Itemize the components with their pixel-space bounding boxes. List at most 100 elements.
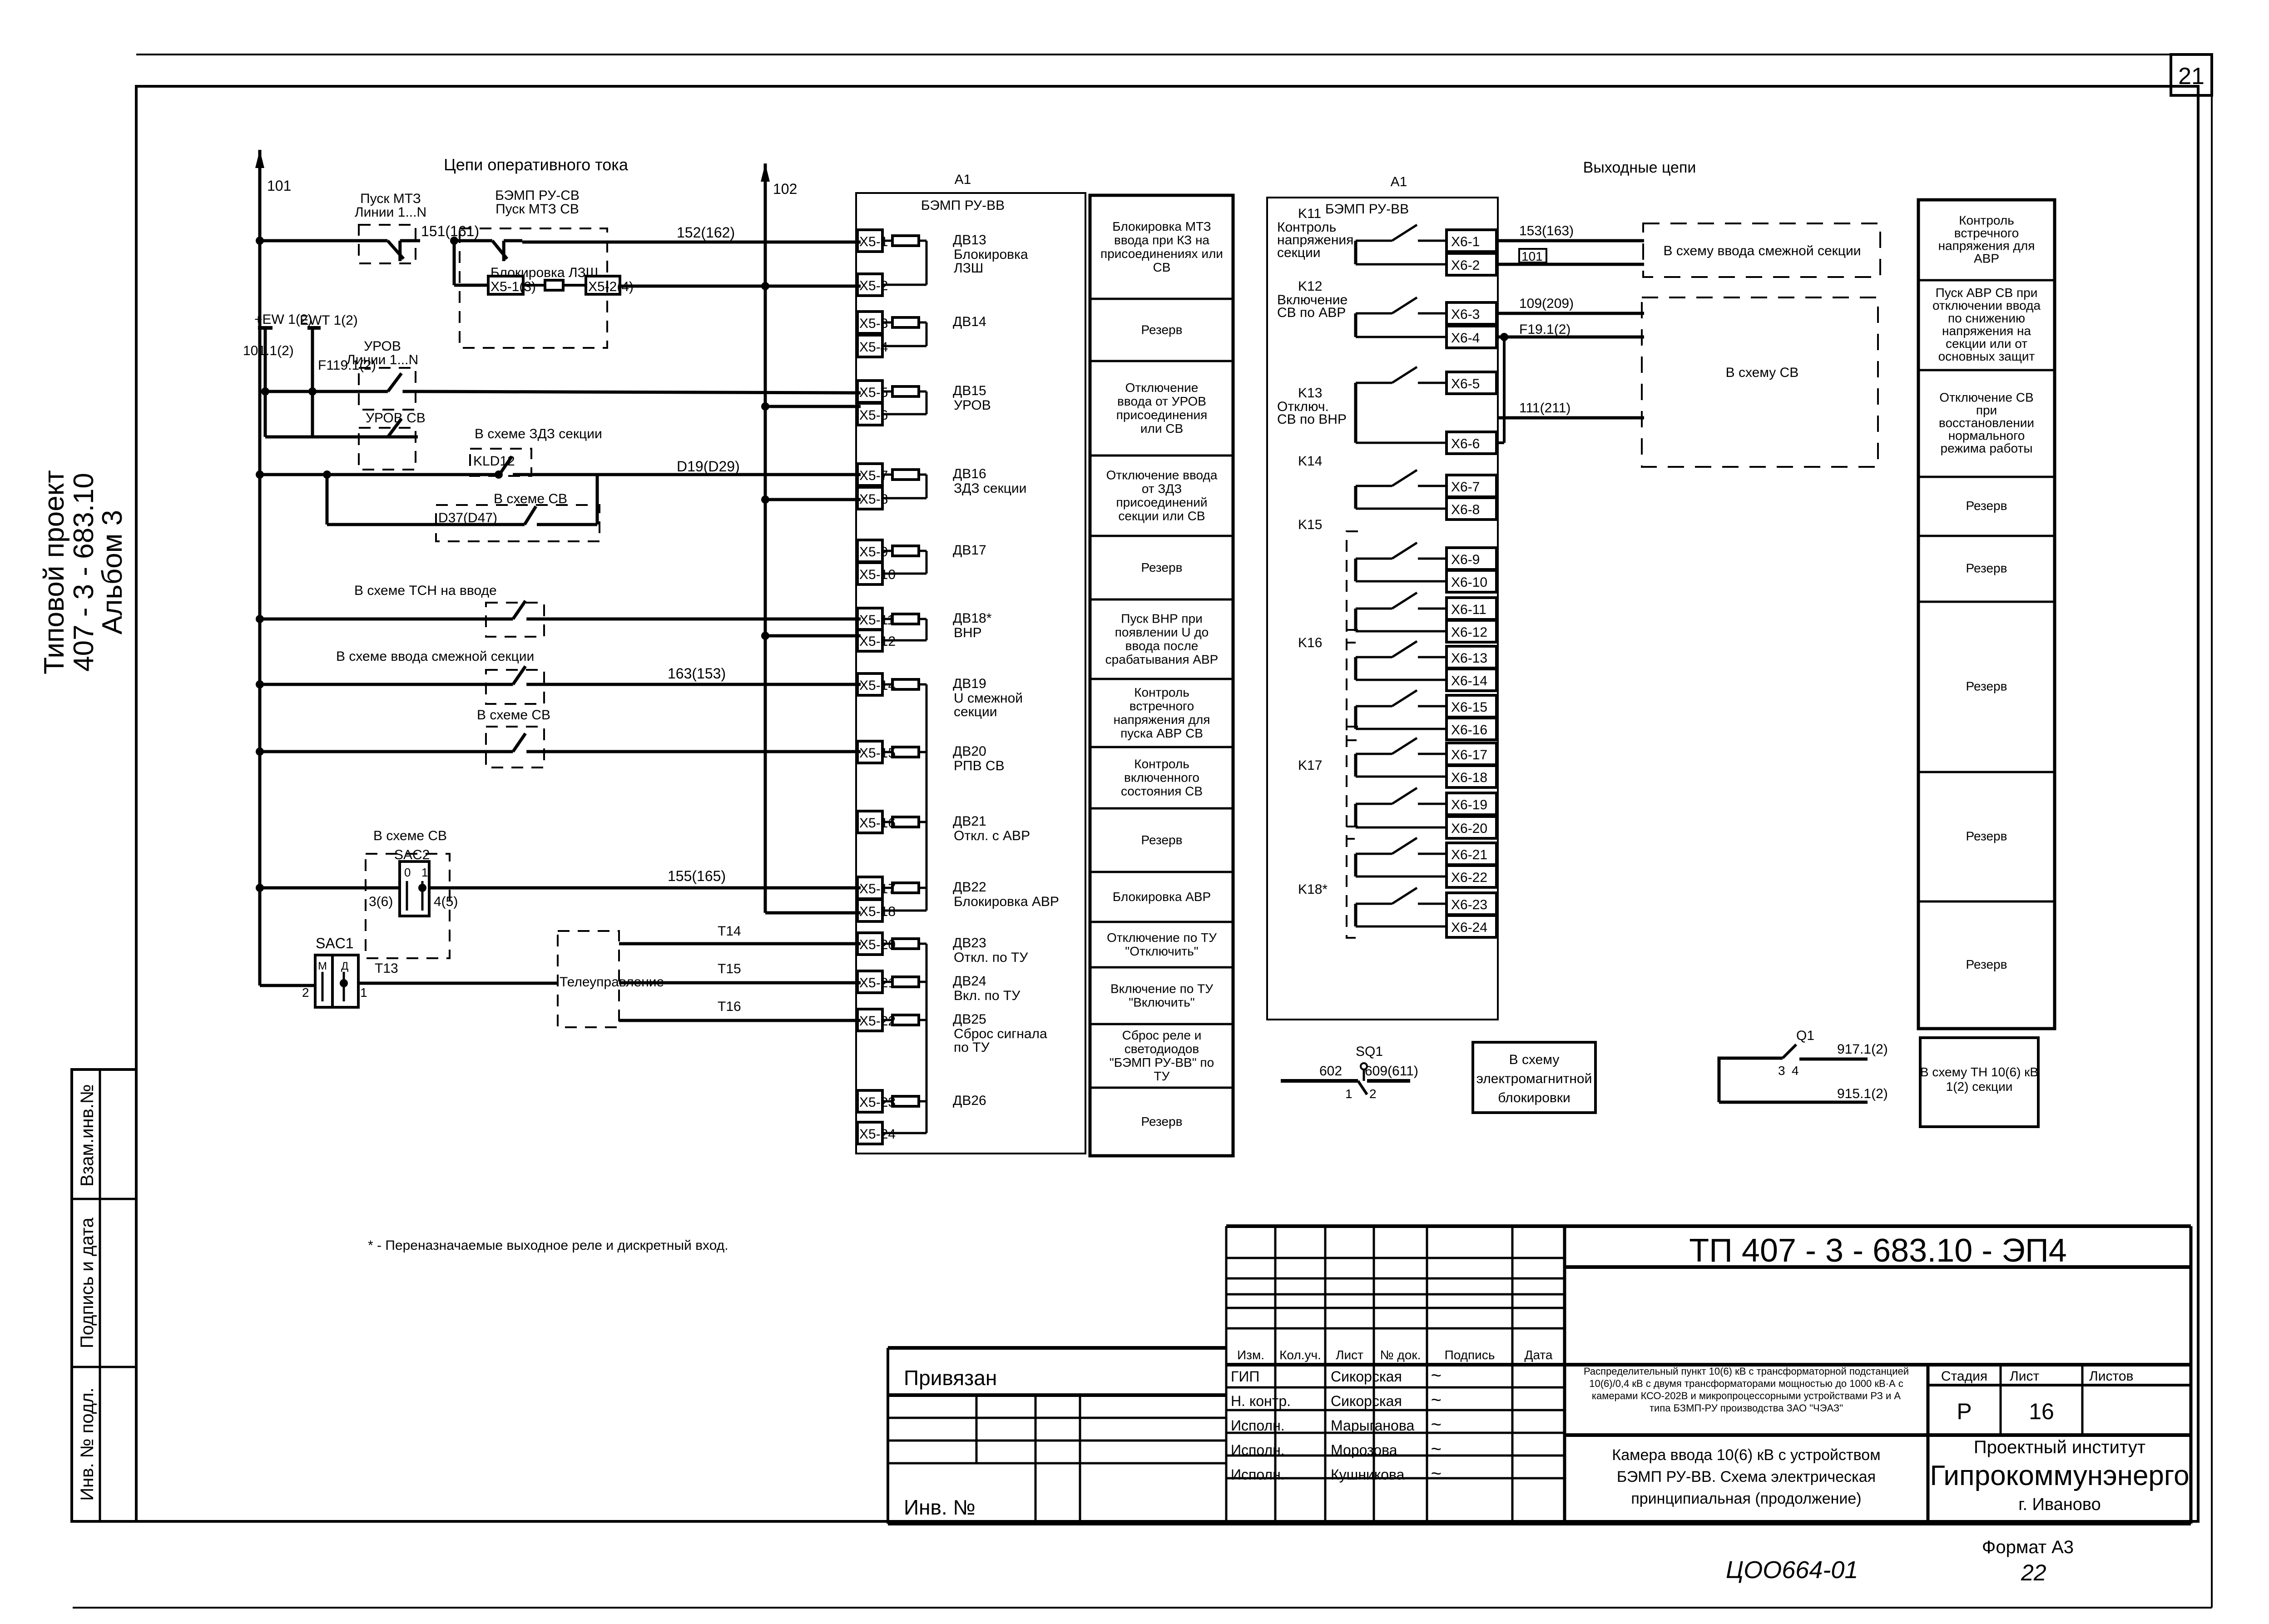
function-text: режима работы: [1941, 441, 2033, 456]
function-text: встречного: [1954, 226, 2019, 240]
terminal-x6-5: [1445, 371, 1498, 395]
footnote: * - Переназначаемые выходное реле и диск…: [368, 1238, 728, 1253]
junction-dot: [495, 470, 503, 479]
wire-151-label: 151(161): [421, 223, 479, 239]
relay-id-label: K15: [1298, 517, 1322, 532]
sq1-602-label: 602: [1319, 1064, 1342, 1079]
terminal-label: X6-12: [1451, 625, 1487, 640]
input-id-label: ДВ16: [953, 466, 986, 481]
function-text: напряжения для: [1938, 239, 2035, 253]
function-text: секции или СВ: [1118, 509, 1205, 523]
side-label-project: Типовой проект: [39, 470, 70, 674]
input-coil-icon: [891, 613, 920, 625]
sheet-label: Лист: [2010, 1369, 2039, 1384]
wire-t16-label: T16: [718, 999, 741, 1014]
wire: [1717, 1056, 1783, 1094]
tsn-scheme-label: В схеме ТСН на вводе: [354, 583, 497, 598]
terminal-label: X6-11: [1451, 602, 1486, 617]
wire-153-label: 153(163): [1519, 223, 1574, 238]
input-id-label: ДВ25: [953, 1012, 986, 1027]
urov-sv-contact-blade: [386, 417, 403, 438]
urov-contact-box: [358, 367, 416, 411]
sv-contact-box: [485, 726, 545, 768]
junction-dot: [761, 632, 769, 640]
sac2-handle-dot: [418, 884, 426, 892]
tb-header: № док.: [1380, 1348, 1421, 1362]
sheets-label: Листов: [2089, 1369, 2133, 1384]
pusk-mtz-contact-box: [358, 224, 416, 264]
terminal-x6-4: [1445, 325, 1498, 349]
function-text: присоединения: [1116, 408, 1208, 422]
input-desc-label: РПВ СВ: [954, 758, 1005, 773]
output-circuits-title: Выходные цепи: [1583, 159, 1696, 176]
junction-dot: [761, 282, 769, 290]
signature-icon: ~: [1431, 1366, 1441, 1386]
signature-icon: ~: [1431, 1439, 1441, 1459]
terminal-x6-6: [1445, 431, 1498, 455]
terminal-x6-18: [1445, 764, 1498, 789]
terminal-label: X6-7: [1451, 480, 1480, 495]
function-text: восстановлении: [1939, 416, 2034, 430]
input-desc-label: Сброс сигнала: [954, 1026, 1047, 1041]
ewt-label: EWT 1(2): [300, 313, 358, 328]
q1-label: Q1: [1796, 1028, 1814, 1043]
wire-t13-label: T13: [375, 961, 398, 976]
input-coil-icon: [891, 1014, 920, 1026]
input-desc-label: U смежной: [954, 691, 1023, 706]
input-coil-icon: [891, 1095, 920, 1108]
function-text: ввода после: [1125, 639, 1199, 653]
relay-group-bracket: [1346, 629, 1358, 741]
tb-name: Марыганова: [1331, 1417, 1414, 1434]
terminal-x6-10: [1445, 569, 1498, 594]
relay-id-label: K16: [1298, 635, 1322, 650]
relay-id-label: K13: [1298, 386, 1322, 401]
urov-sv-label: УРОВ СВ: [366, 411, 426, 426]
sv-contact-blade: [511, 733, 527, 753]
input-desc-label: Блокировка: [954, 247, 1028, 262]
terminal-x6-12: [1445, 619, 1498, 644]
wire-155-label: 155(165): [668, 868, 726, 884]
input-id-label: ДВ15: [953, 383, 986, 398]
relay-group-bracket: [1346, 530, 1358, 644]
function-text: Включение по ТУ: [1110, 982, 1213, 996]
drawing-frame: [135, 85, 2200, 1523]
terminal-label: X6-9: [1451, 552, 1480, 567]
drawing-title: Камера ввода 10(6) кВ с устройством: [1612, 1446, 1880, 1464]
input-desc-label: по ТУ: [954, 1040, 990, 1055]
relay-contact-blade: [1391, 787, 1418, 805]
em-block-label-line: блокировки: [1498, 1090, 1570, 1105]
wire-111-label: 111(211): [1519, 401, 1570, 416]
input-coil-icon: [891, 385, 920, 398]
sv-scheme2-label: В схеме СВ: [477, 708, 550, 723]
format-label: Формат А3: [1982, 1537, 2074, 1557]
project-desc: 10(6)/0,4 кВ с двумя трансформаторами мо…: [1589, 1378, 1903, 1389]
kld12-contact-blade: [498, 456, 513, 475]
signature-icon: ~: [1431, 1390, 1441, 1410]
input-id-label: ДВ18*: [953, 611, 992, 626]
function-text: ввода при КЗ на: [1114, 233, 1209, 247]
function-text: Резерв: [1141, 833, 1183, 847]
sv-scheme3-label: В схеме СВ: [373, 828, 447, 843]
wire-t14-label: T14: [718, 924, 741, 939]
relay-contact-blade: [1391, 469, 1418, 487]
bemp-sv-label-line: Пуск МТЗ СВ: [495, 202, 579, 217]
terminal-x6-20: [1445, 815, 1498, 840]
pusk-mtz-label-line: Линии 1...N: [355, 205, 426, 220]
sac2-pos0: 0: [404, 866, 411, 879]
input-id-label: ДВ24: [953, 974, 986, 989]
relay-contact-blade: [1391, 689, 1418, 708]
function-text: "Отключить": [1125, 944, 1198, 958]
bemp-sv-box: [459, 228, 608, 349]
function-text: напряжения для: [1114, 713, 1210, 727]
input-coil-icon: [891, 881, 920, 894]
function-text: "БЭМП РУ-ВВ" по: [1110, 1055, 1214, 1069]
input-coil-icon: [891, 234, 920, 247]
function-text: от ЗДЗ: [1142, 482, 1182, 496]
urov-sv-contact-box: [358, 427, 416, 470]
inv-no-label: Инв. №: [904, 1495, 976, 1519]
function-text: состояния СВ: [1121, 784, 1203, 798]
function-text: отключении ввода: [1932, 298, 2041, 312]
function-text: включенного: [1124, 771, 1199, 785]
tb-name: Морозова: [1331, 1442, 1397, 1458]
